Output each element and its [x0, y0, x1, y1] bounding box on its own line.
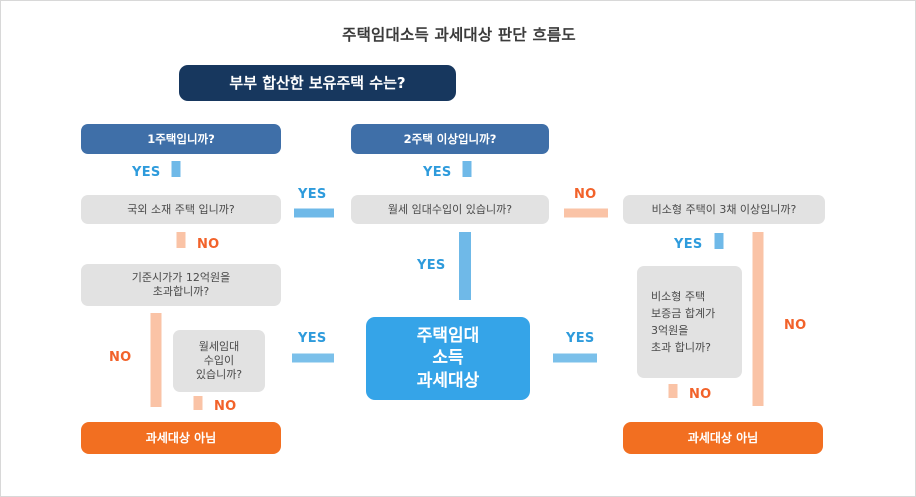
label-yes-left-into-target: YES: [298, 331, 327, 346]
node-two-or-more: 2주택 이상입니까?: [351, 124, 549, 154]
node-taxable: 주택임대 소득 과세대상: [366, 317, 530, 400]
arrow-down-overseas-no: [172, 232, 190, 258]
label-no-left-long: NO: [109, 350, 132, 365]
arrow-down-two-or-more-yes: [458, 161, 476, 187]
arrow-left-into-target: [541, 349, 597, 367]
label-yes-one-house: YES: [132, 165, 161, 180]
label-yes-to-center: YES: [298, 187, 327, 202]
label-yes-nonsmall: YES: [674, 237, 703, 252]
arrow-down-one-house-yes: [167, 161, 185, 187]
node-monthly-rent-left: 월세임대 수입이 있습니까?: [173, 330, 265, 392]
label-yes-right-into-target: YES: [566, 331, 595, 346]
node-nonsmall-three: 비소형 주택이 3채 이상입니까?: [623, 195, 825, 224]
arrow-down-center-long-yes: [453, 232, 477, 316]
node-root: 부부 합산한 보유주택 수는?: [179, 65, 456, 101]
node-deposit-over-3: 비소형 주택 보증금 합계가 3억원을 초과 합니까?: [637, 266, 742, 378]
label-yes-center-down: YES: [417, 258, 446, 273]
arrow-down-deposit-no: [664, 384, 682, 408]
arrow-down-left-long-no: [145, 313, 167, 421]
node-overseas: 국외 소재 주택 입니까?: [81, 195, 281, 224]
node-not-taxable-right: 과세대상 아님: [623, 422, 823, 454]
label-yes-two-or-more: YES: [423, 165, 452, 180]
node-monthly-rent-left-text: 월세임대 수입이 있습니까?: [195, 340, 243, 381]
page-title: 주택임대소득 과세대상 판단 흐름도: [342, 26, 576, 44]
arrow-right-one-house-to-center: [294, 204, 346, 222]
node-price-over-12: 기준시가가 12억원을 초과합니까?: [81, 264, 281, 306]
label-no-right-long: NO: [784, 318, 807, 333]
node-deposit-over-3-text: 비소형 주택 보증금 합계가 3억원을 초과 합니까?: [651, 289, 716, 355]
node-not-taxable-left: 과세대상 아님: [81, 422, 281, 454]
node-monthly-rent-center: 월세 임대수입이 있습니까?: [351, 195, 549, 224]
label-no-monthly-left: NO: [214, 399, 237, 414]
node-taxable-text: 주택임대 소득 과세대상: [416, 326, 480, 391]
arrow-down-right-long-no: [747, 232, 769, 420]
node-one-house: 1주택입니까?: [81, 124, 281, 154]
arrow-down-nonsmall-yes: [710, 233, 728, 259]
arrow-down-monthly-left-no: [189, 396, 207, 420]
node-price-over-12-line1: 기준시가가 12억원을 초과합니까?: [131, 271, 231, 298]
arrow-right-center-to-right: [564, 204, 620, 222]
label-no-overseas: NO: [197, 237, 220, 252]
label-no-deposit: NO: [689, 387, 712, 402]
label-no-to-right: NO: [574, 187, 597, 202]
arrow-right-into-target: [292, 349, 346, 367]
